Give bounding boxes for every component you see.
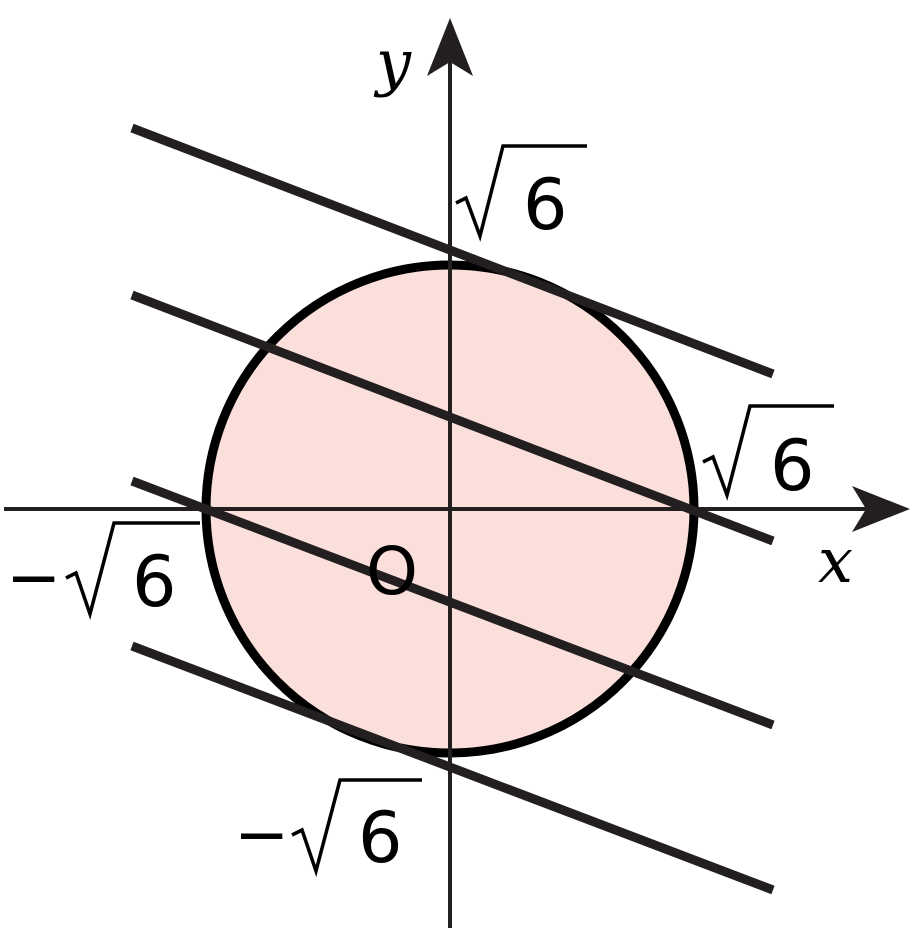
origin-label: O <box>366 533 418 610</box>
line-lower-tangent <box>130 641 775 895</box>
minus-sign: − <box>6 539 61 616</box>
line-upper-secant <box>130 290 775 546</box>
x-axis-label: x <box>818 524 853 597</box>
minus-sign: − <box>234 796 289 873</box>
radicand: 6 <box>132 541 177 623</box>
radical-sign <box>65 521 200 621</box>
line-upper-tangent <box>130 123 775 379</box>
parallel-lines <box>130 123 775 895</box>
radicand: 6 <box>770 425 815 507</box>
tick-label-x-positive: 6 <box>702 404 834 507</box>
radical-sign <box>455 144 587 242</box>
tick-label-y-negative: − 6 <box>234 778 422 879</box>
radicand: 6 <box>358 797 403 879</box>
tick-label-x-negative: − 6 <box>6 521 200 623</box>
radical-sign <box>702 404 834 501</box>
radicand: 6 <box>523 164 568 246</box>
line-lower-secant <box>130 476 775 730</box>
radical-sign <box>291 778 422 878</box>
y-axis-label: y <box>373 26 412 99</box>
tick-label-y-positive: 6 <box>455 144 587 246</box>
y-axis-arrow <box>427 18 473 76</box>
x-axis-arrow <box>852 486 910 532</box>
